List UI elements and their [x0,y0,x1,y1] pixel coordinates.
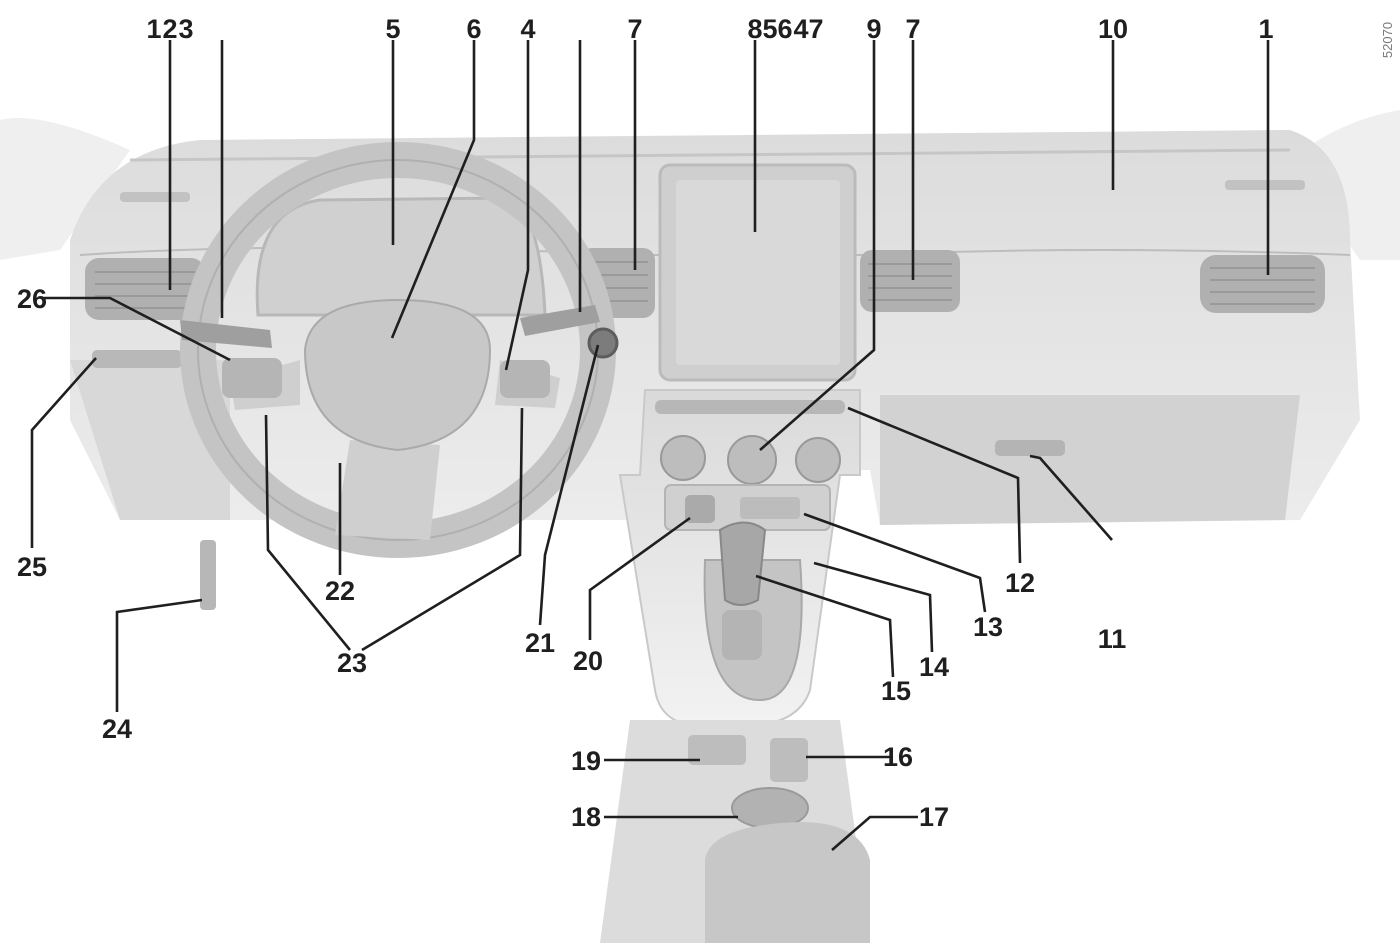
label-14: 14 [919,652,949,682]
storage-switch [688,735,746,765]
label-17: 17 [919,802,949,832]
label-7: 7 [905,14,920,44]
label-21: 21 [525,628,555,658]
right-stalk [520,305,600,336]
usb-sockets [740,497,800,519]
label-2: 2 [162,14,177,44]
label-9: 9 [866,14,881,44]
multimedia-screen [658,163,857,382]
label-25: 25 [17,552,47,582]
centre-right-vent [860,250,960,312]
bonnet-release [200,540,216,610]
gear-lever [703,521,803,702]
label-1-top-left: 1 [146,14,161,44]
cup-holder [731,787,809,829]
instrument-cluster [255,196,547,317]
label-23: 23 [337,648,367,678]
lighting-switch-panel [92,350,182,368]
right-vent [1200,255,1325,313]
label-20: 20 [573,646,603,676]
leader-lines [30,40,1270,851]
label-24: 24 [102,714,132,744]
figure-reference: 52070 [1380,22,1395,58]
steering-wheel [180,142,616,558]
label-4-top: 4 [793,14,808,44]
label-19: 19 [571,746,601,776]
socket-12v [685,495,715,523]
label-6-top: 6 [777,14,792,44]
label-18: 18 [571,802,601,832]
label-26: 26 [17,284,47,314]
label-16: 16 [883,742,913,772]
label-15: 15 [881,676,911,706]
label-11: 11 [1098,624,1127,654]
left-stalk [180,320,272,348]
armrest [705,822,870,943]
seat-heating-switch [770,738,808,782]
callout-labels: 1 2 3 4 5 6 7 7 8 9 10 11 12 13 14 15 16… [17,14,1274,832]
label-10: 10 [1098,14,1128,44]
label-6: 6 [466,14,481,44]
label-13: 13 [973,612,1003,642]
label-22: 22 [325,576,355,606]
label-1: 1 [1258,14,1273,44]
start-button [587,327,619,359]
glovebox-handle [995,440,1065,456]
label-5: 5 [385,14,400,44]
label-7b: 7 [627,14,642,44]
label-3-top-left: 3 [178,14,193,44]
left-vent [85,258,205,320]
label-4: 4 [520,14,535,44]
label-5-top: 5 [762,14,777,44]
climate-knob-right [795,437,841,483]
climate-knob-left [660,435,706,481]
label-8: 8 [747,14,762,44]
label-12: 12 [1005,568,1035,598]
label-7-top: 7 [808,14,823,44]
